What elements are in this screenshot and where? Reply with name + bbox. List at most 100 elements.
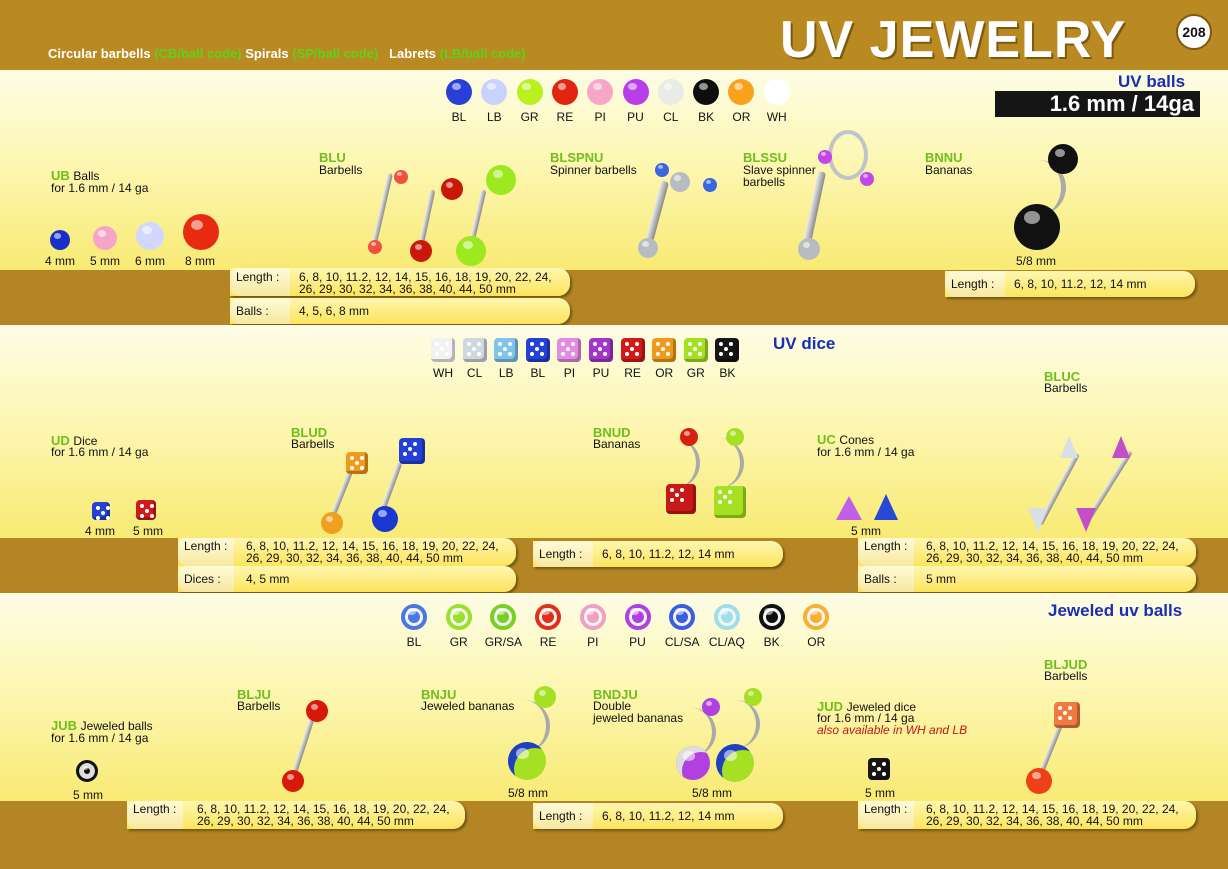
ud-size-4: 4 mm (85, 524, 115, 538)
jeweled-length-pill: Length : 6, 8, 10, 11.2, 12, 14, 15, 16,… (127, 801, 465, 829)
ud-die-4mm (92, 502, 110, 520)
uc-cone-bl (874, 494, 898, 520)
bnju-code: BNJU (421, 687, 457, 702)
ub-ball-5mm (93, 226, 117, 250)
jub-name: Jeweled balls (80, 719, 153, 733)
bndju-size: 5/8 mm (692, 786, 733, 800)
bljud-name: Barbells (1044, 669, 1088, 683)
blu-ball-3b (456, 236, 486, 266)
blud-code: BLUD (291, 425, 328, 440)
uv-balls-balls-label: Balls : (230, 298, 290, 324)
jeweled-swatch-label: GR/SA (484, 635, 523, 649)
subtitle-lb-label: Labrets (389, 46, 437, 61)
uv-ball-swatch-label: LB (486, 110, 502, 124)
blspnu-name: Spinner barbells (550, 163, 637, 177)
uv-dice-swatch-re (620, 338, 645, 362)
jeweled-swatch-pi (579, 604, 606, 630)
jeweled-swatch-label: GR (449, 635, 468, 649)
ud-code: UD Dice (51, 433, 98, 448)
bluc-balls-label: Balls : (858, 566, 914, 592)
uv-dice-dices-pill: Dices : 4, 5 mm (178, 566, 516, 592)
uv-ball-swatch-wh (763, 79, 790, 105)
uv-balls-balls-pill: Balls : 4, 5, 6, 8 mm (230, 298, 570, 324)
ud-name: Dice (73, 434, 98, 448)
uv-dice-swatch-label: GR (686, 366, 705, 380)
uv-dice-swatch-label: BK (719, 366, 736, 380)
jeweled-length-label: Length : (127, 801, 183, 829)
jeweled-length-b: 26, 29, 30, 32, 34, 36, 38, 40, 44, 50 m… (197, 814, 414, 828)
uv-balls-length-label: Length : (230, 268, 290, 296)
jeweled-length-a: 6, 8, 10, 11.2, 12, 14, 15, 16, 18, 19, … (197, 802, 450, 816)
blju-code: BLJU (237, 687, 271, 702)
bljud-die (1054, 702, 1080, 728)
blud-ball-1 (321, 512, 343, 534)
ud-desc: for 1.6 mm / 14 ga (51, 445, 149, 459)
bndju-curve-1 (690, 708, 716, 756)
uv-ball-swatch-pu (622, 79, 649, 105)
blspnu-steel-top (670, 172, 690, 192)
bndju-code: BNDJU (593, 687, 638, 702)
bndju-top-ball-2 (744, 688, 762, 706)
bnnu-name: Bananas (925, 163, 973, 177)
uv-dice-swatch-gr (683, 338, 708, 362)
bnju-length-pill: Length : 6, 8, 10, 11.2, 12, 14 mm (533, 803, 783, 829)
bnud-ball-1 (680, 428, 698, 446)
jub-code: JUB Jeweled balls (51, 718, 153, 733)
blud-die-2 (399, 438, 425, 464)
ub-code: UB Balls (51, 168, 100, 183)
jeweled-swatch-bl (401, 604, 427, 630)
blspnu-code: BLSPNU (550, 150, 604, 165)
uv-dice-length-a: 6, 8, 10, 11.2, 12, 14, 15, 16, 18, 19, … (246, 539, 499, 553)
bluc-cone-1b (1028, 508, 1048, 532)
ud-size-5: 5 mm (133, 524, 163, 538)
bluc-length-pill: Length : 6, 8, 10, 11.2, 12, 14, 15, 16,… (858, 538, 1196, 566)
uv-ball-swatch-bl (446, 79, 472, 105)
uv-ball-swatch-pi (587, 79, 614, 105)
page-number-badge: 208 (1176, 14, 1212, 50)
bnud-ball-2 (726, 428, 744, 446)
subtitle-cb-label: Circular barbells (48, 46, 151, 61)
uv-dice-length-b: 26, 29, 30, 32, 34, 36, 38, 40, 44, 50 m… (246, 551, 463, 565)
bndju-bottom-ball-1 (676, 746, 710, 780)
uc-size: 5 mm (851, 524, 881, 538)
bljud-length-pill: Length : 6, 8, 10, 11.2, 12, 14, 15, 16,… (858, 801, 1196, 829)
jeweled-swatch-cl-sa (669, 604, 696, 630)
ub-size-6: 6 mm (135, 254, 165, 268)
uv-ball-swatch-label: CL (663, 110, 679, 124)
bluc-code: BLUC (1044, 369, 1081, 384)
uv-ball-swatch-lb (481, 79, 508, 105)
jud-note: also available in WH and LB (817, 723, 968, 737)
uv-dice-swatch-bk (715, 338, 740, 362)
bluc-cone-1a (1060, 436, 1078, 458)
uv-dice-swatch-bl (525, 338, 550, 362)
jub-size: 5 mm (73, 788, 103, 802)
uv-balls-length-pill: Length : 6, 8, 10, 11.2, 12, 14, 15, 16,… (230, 268, 570, 296)
jeweled-swatch-label: RE (539, 635, 557, 649)
uv-dice-swatch-label: LB (498, 366, 514, 380)
ub-ball-8mm (183, 214, 219, 250)
bljud-length-a: 6, 8, 10, 11.2, 12, 14, 15, 16, 18, 19, … (926, 802, 1179, 816)
uv-ball-swatch-cl (657, 79, 684, 105)
jud-code: JUD Jeweled dice (817, 699, 917, 714)
bnnu-size: 5/8 mm (1016, 254, 1057, 268)
jeweled-swatch-label: BK (763, 635, 780, 649)
jud-name: Jeweled dice (846, 700, 917, 714)
ub-desc: for 1.6 mm / 14 ga (51, 181, 149, 195)
bnud-curve-1 (672, 438, 700, 488)
uv-ball-swatch-label: GR (520, 110, 539, 124)
bnju-size: 5/8 mm (508, 786, 549, 800)
uv-dice-swatch-pi (557, 338, 582, 362)
uv-balls-size-box: 1.6 mm / 14ga (995, 91, 1200, 117)
blssu-code: BLSSU (743, 150, 788, 165)
uv-ball-swatch-label: WH (766, 110, 787, 124)
bluc-length-a: 6, 8, 10, 11.2, 12, 14, 15, 16, 18, 19, … (926, 539, 1179, 553)
blu-code: BLU (319, 150, 346, 165)
jeweled-swatch-or (803, 604, 830, 630)
blssu-steel-bottom (798, 238, 820, 260)
blju-name: Barbells (237, 699, 281, 713)
uc-cone-pu (836, 496, 862, 520)
uv-ball-swatch-label: PU (627, 110, 644, 124)
bljud-code: BLJUD (1044, 657, 1088, 672)
bluc-cone-2a (1112, 436, 1130, 458)
uv-dice-heading: UV dice (773, 334, 836, 353)
